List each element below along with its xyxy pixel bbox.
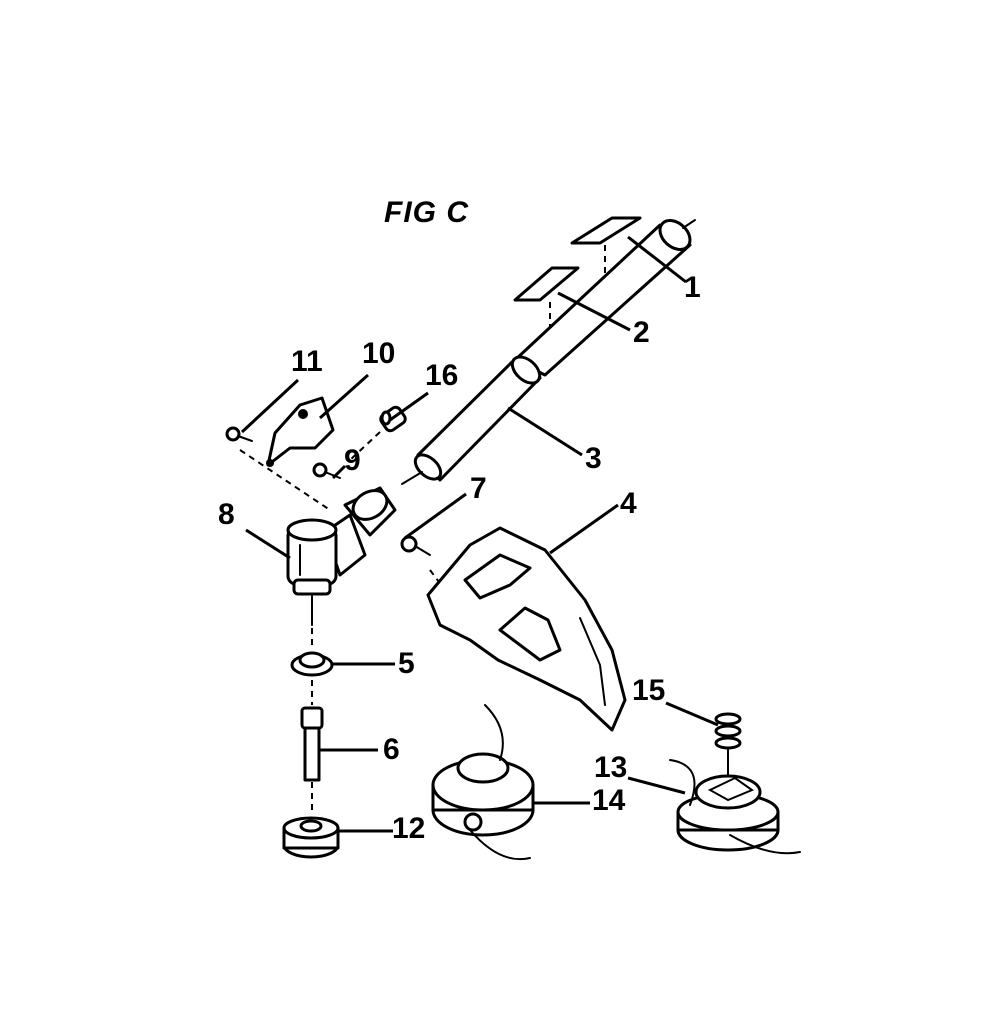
part-15-spring xyxy=(714,712,742,776)
callout-13: 13 xyxy=(594,751,628,784)
part-5-nut xyxy=(290,651,334,705)
callout-4: 4 xyxy=(620,487,637,520)
callout-1: 1 xyxy=(684,271,701,304)
upper-shaft xyxy=(513,219,696,377)
part-7-screw xyxy=(400,535,446,591)
part-12-knob xyxy=(282,816,340,859)
callout-2: 2 xyxy=(633,316,650,349)
callout-16: 16 xyxy=(425,359,459,392)
callout-5: 5 xyxy=(398,647,415,680)
callout-10: 10 xyxy=(362,337,396,370)
part-6-bolt xyxy=(300,706,324,815)
callout-8: 8 xyxy=(218,498,235,531)
figure-title: FIG C xyxy=(384,196,469,229)
callout-9: 9 xyxy=(344,444,361,477)
callout-12: 12 xyxy=(392,812,426,845)
leader-lines xyxy=(240,235,719,833)
part-11-screw xyxy=(225,426,331,511)
part-10-bracket xyxy=(266,396,335,467)
callout-7: 7 xyxy=(470,472,487,505)
part-3-shaft xyxy=(401,355,542,485)
callout-6: 6 xyxy=(383,733,400,766)
part-13-spool xyxy=(669,759,801,855)
part-4-guard xyxy=(426,526,627,732)
callout-11: 11 xyxy=(291,345,323,378)
part-8-gearhead xyxy=(286,486,397,650)
callout-15: 15 xyxy=(632,674,666,707)
part-9-screw xyxy=(312,462,341,479)
callout-14: 14 xyxy=(592,784,626,817)
part-14-spool-housing xyxy=(431,704,535,861)
callout-3: 3 xyxy=(585,442,602,475)
